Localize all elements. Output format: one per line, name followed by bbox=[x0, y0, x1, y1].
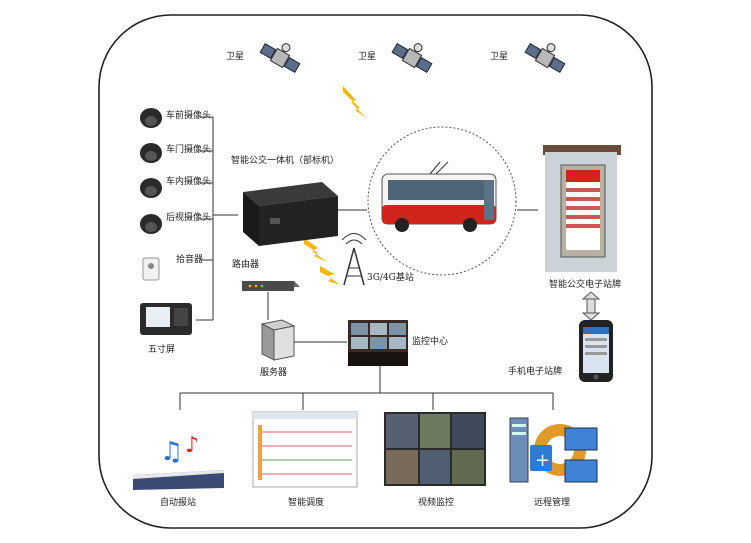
base-station-label: 3G/4G基站 bbox=[367, 271, 414, 283]
function-label: 智能调度 bbox=[288, 496, 324, 508]
plus-icon: + bbox=[535, 450, 550, 471]
microphone-icon bbox=[142, 257, 160, 281]
dome-camera-icon bbox=[140, 143, 162, 163]
satellite-icon bbox=[259, 42, 301, 74]
function-label: 远程管理 bbox=[534, 496, 570, 508]
lightning-icon bbox=[304, 238, 327, 262]
camera-rear: 后视摄像头 bbox=[140, 211, 213, 234]
cell-tower-icon bbox=[341, 233, 367, 286]
dvr-label: 智能公交一体机（部标机） bbox=[231, 154, 339, 166]
lightning-icon bbox=[320, 266, 340, 285]
bus-circle bbox=[367, 126, 517, 276]
camera-label: 后视摄像头 bbox=[166, 211, 211, 223]
satellite-icon bbox=[391, 42, 433, 74]
camera-door: 车门摄像头 bbox=[140, 143, 213, 163]
monitor-center-label: 监控中心 bbox=[412, 335, 448, 347]
dome-camera-icon bbox=[140, 178, 162, 198]
smartphone-icon bbox=[579, 320, 613, 382]
music-note-icon: ♫ bbox=[160, 437, 183, 467]
screen-label: 五寸屏 bbox=[148, 343, 175, 355]
router-label: 路由器 bbox=[232, 258, 259, 270]
dispatch-chart-image bbox=[252, 411, 358, 488]
router-icon bbox=[242, 281, 300, 291]
mobile-sign-label: 手机电子站牌 bbox=[508, 365, 562, 377]
satellite-2: 卫星 bbox=[358, 42, 433, 74]
dome-camera-icon bbox=[140, 214, 162, 234]
function-label: 视频监控 bbox=[418, 496, 454, 508]
pickup-label: 拾音器 bbox=[176, 253, 203, 265]
camera-label: 车门摄像头 bbox=[166, 143, 211, 155]
satellite-label: 卫星 bbox=[226, 51, 244, 62]
bus-stop-sign-label: 智能公交电子站牌 bbox=[549, 278, 621, 290]
auto-announce-image: ♫ ♪ bbox=[133, 433, 224, 490]
terminal-screen-icon bbox=[140, 303, 192, 335]
lightning-icon bbox=[343, 86, 366, 118]
satellite-label: 卫星 bbox=[490, 51, 508, 62]
outer-frame bbox=[98, 14, 653, 529]
function-label: 自动报站 bbox=[160, 496, 196, 508]
dvr-device-icon bbox=[243, 182, 338, 246]
server-label: 服务器 bbox=[260, 366, 287, 378]
video-monitor-image bbox=[384, 412, 486, 486]
camera-front: 车前摄像头 bbox=[140, 108, 213, 128]
satellite-3: 卫星 bbox=[490, 42, 566, 74]
five-inch-screen: 五寸屏 bbox=[140, 303, 213, 355]
camera-label: 车前摄像头 bbox=[166, 109, 211, 121]
camera-interior: 车内摄像头 bbox=[140, 175, 213, 198]
satellite-1: 卫星 bbox=[226, 42, 301, 74]
satellite-icon bbox=[524, 42, 566, 74]
remote-management-image: + bbox=[509, 417, 598, 483]
satellite-label: 卫星 bbox=[358, 51, 376, 62]
monitor-wall-icon bbox=[348, 320, 408, 366]
bus-icon bbox=[381, 161, 497, 232]
server-icon bbox=[260, 319, 296, 361]
dome-camera-icon bbox=[140, 108, 162, 128]
pickup-mic: 拾音器 bbox=[142, 253, 213, 281]
music-note-icon: ♪ bbox=[185, 433, 199, 458]
camera-label: 车内摄像头 bbox=[166, 175, 211, 187]
double-arrow-icon bbox=[581, 291, 601, 321]
bus-stop-sign-icon bbox=[543, 145, 621, 272]
